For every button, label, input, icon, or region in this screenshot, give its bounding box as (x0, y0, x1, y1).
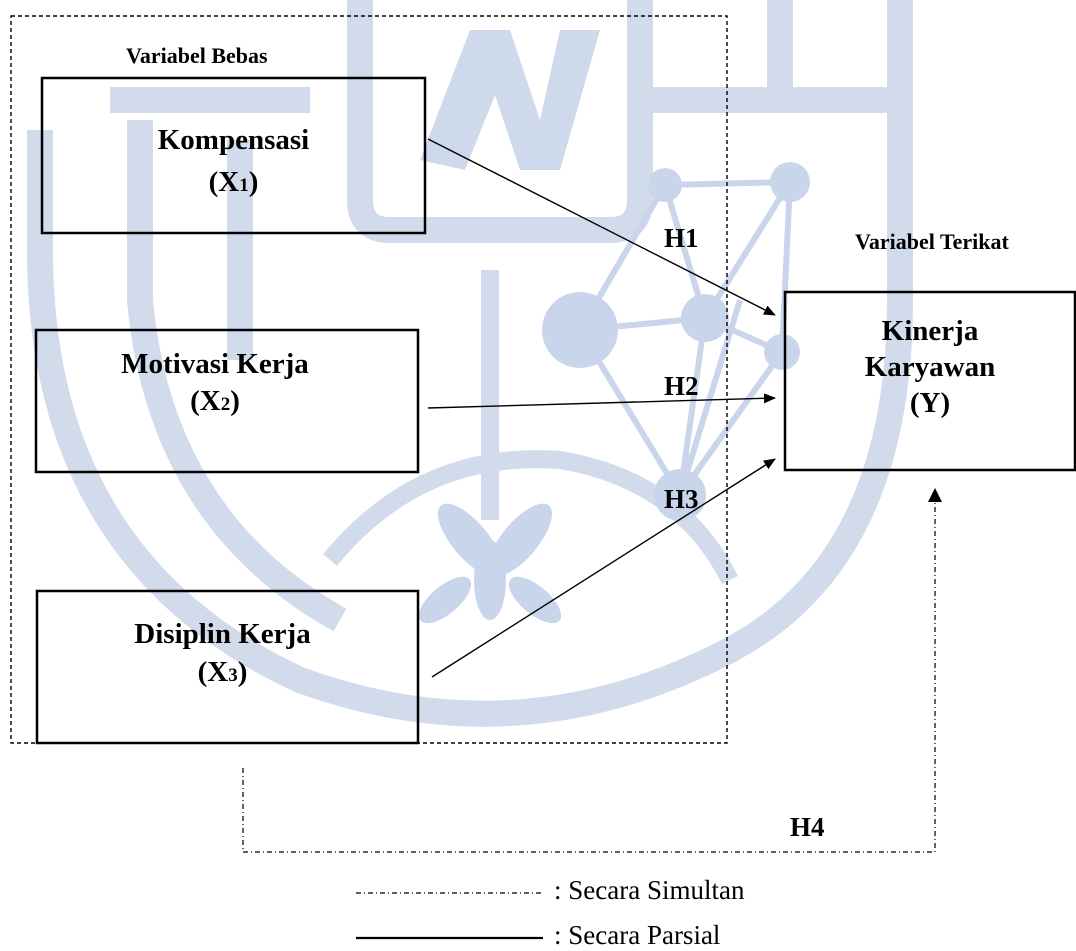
x1-code-open: (X (208, 166, 240, 198)
x2-code: (X2) (24, 385, 406, 418)
x3-name: Disiplin Kerja (134, 618, 311, 650)
x3-code-open: (X (197, 656, 229, 688)
h4-connector (242, 500, 936, 853)
h1-label: H1 (664, 223, 699, 253)
h3-label: H3 (664, 484, 699, 514)
dependent-variable-label: Variabel Terikat (855, 229, 1009, 254)
x2-code-open: (X (190, 385, 221, 417)
h4-arrowhead (928, 488, 942, 502)
x3-code-sub: 3 (228, 665, 238, 686)
h1-arrow (427, 138, 776, 316)
x2-code-close: ) (230, 385, 240, 417)
independent-variables-label: Variabel Bebas (126, 43, 268, 68)
y-line1: Kinerja (881, 315, 979, 347)
h4-label: H4 (790, 812, 825, 842)
legend-simultaneous-label: : Secara Simultan (554, 875, 745, 905)
legend-partial-label: : Secara Parsial (554, 920, 721, 950)
h3-arrow (431, 458, 776, 678)
h2-arrow (427, 393, 776, 409)
x3-code-close: ) (237, 656, 248, 688)
x1-name: Kompensasi (157, 124, 310, 156)
h2-label: H2 (664, 371, 699, 401)
y-line2: Karyawan (864, 351, 996, 383)
x3-code: (X3) (32, 656, 413, 689)
x1-code-close: ) (248, 166, 259, 198)
x1-code-sub: 1 (239, 175, 249, 196)
x1-code: (X1) (42, 166, 425, 199)
y-line3: (Y) (909, 387, 951, 419)
x2-code-sub: 2 (220, 394, 231, 415)
y-box (783, 290, 1076, 472)
x1-box (40, 76, 427, 235)
x2-name: Motivasi Kerja (121, 348, 309, 380)
x2-box (34, 328, 420, 474)
x3-box (35, 589, 420, 745)
